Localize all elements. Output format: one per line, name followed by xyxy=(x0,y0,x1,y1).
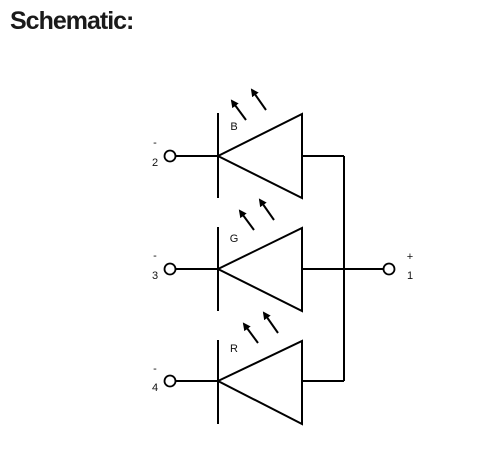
pin-1-label: 1 xyxy=(407,270,413,282)
diode-b xyxy=(176,112,303,200)
diode-g xyxy=(176,226,303,313)
terminal-2 xyxy=(163,149,177,163)
page-title: Schematic: xyxy=(10,7,134,35)
light-emission-arrows-g xyxy=(238,198,275,231)
terminal-3 xyxy=(163,262,177,276)
diode-g-label: G xyxy=(230,233,239,245)
pin-2-label: 2 xyxy=(152,157,158,169)
pin-4-label: 4 xyxy=(152,382,158,394)
diode-r-label: R xyxy=(230,343,238,355)
pin-4-polarity: - xyxy=(153,363,157,375)
terminal-4 xyxy=(163,374,177,388)
pin-2-polarity: - xyxy=(153,137,157,149)
pin-3-label: 3 xyxy=(152,270,158,282)
pin-1-polarity: + xyxy=(407,251,413,263)
light-emission-arrows-r xyxy=(242,311,279,344)
terminal-1 xyxy=(382,262,396,276)
pin-3-polarity: - xyxy=(153,250,157,262)
diode-b-label: B xyxy=(230,121,237,133)
common-bus xyxy=(302,155,383,382)
light-emission-arrows-b xyxy=(230,88,267,121)
diode-r xyxy=(176,339,303,426)
